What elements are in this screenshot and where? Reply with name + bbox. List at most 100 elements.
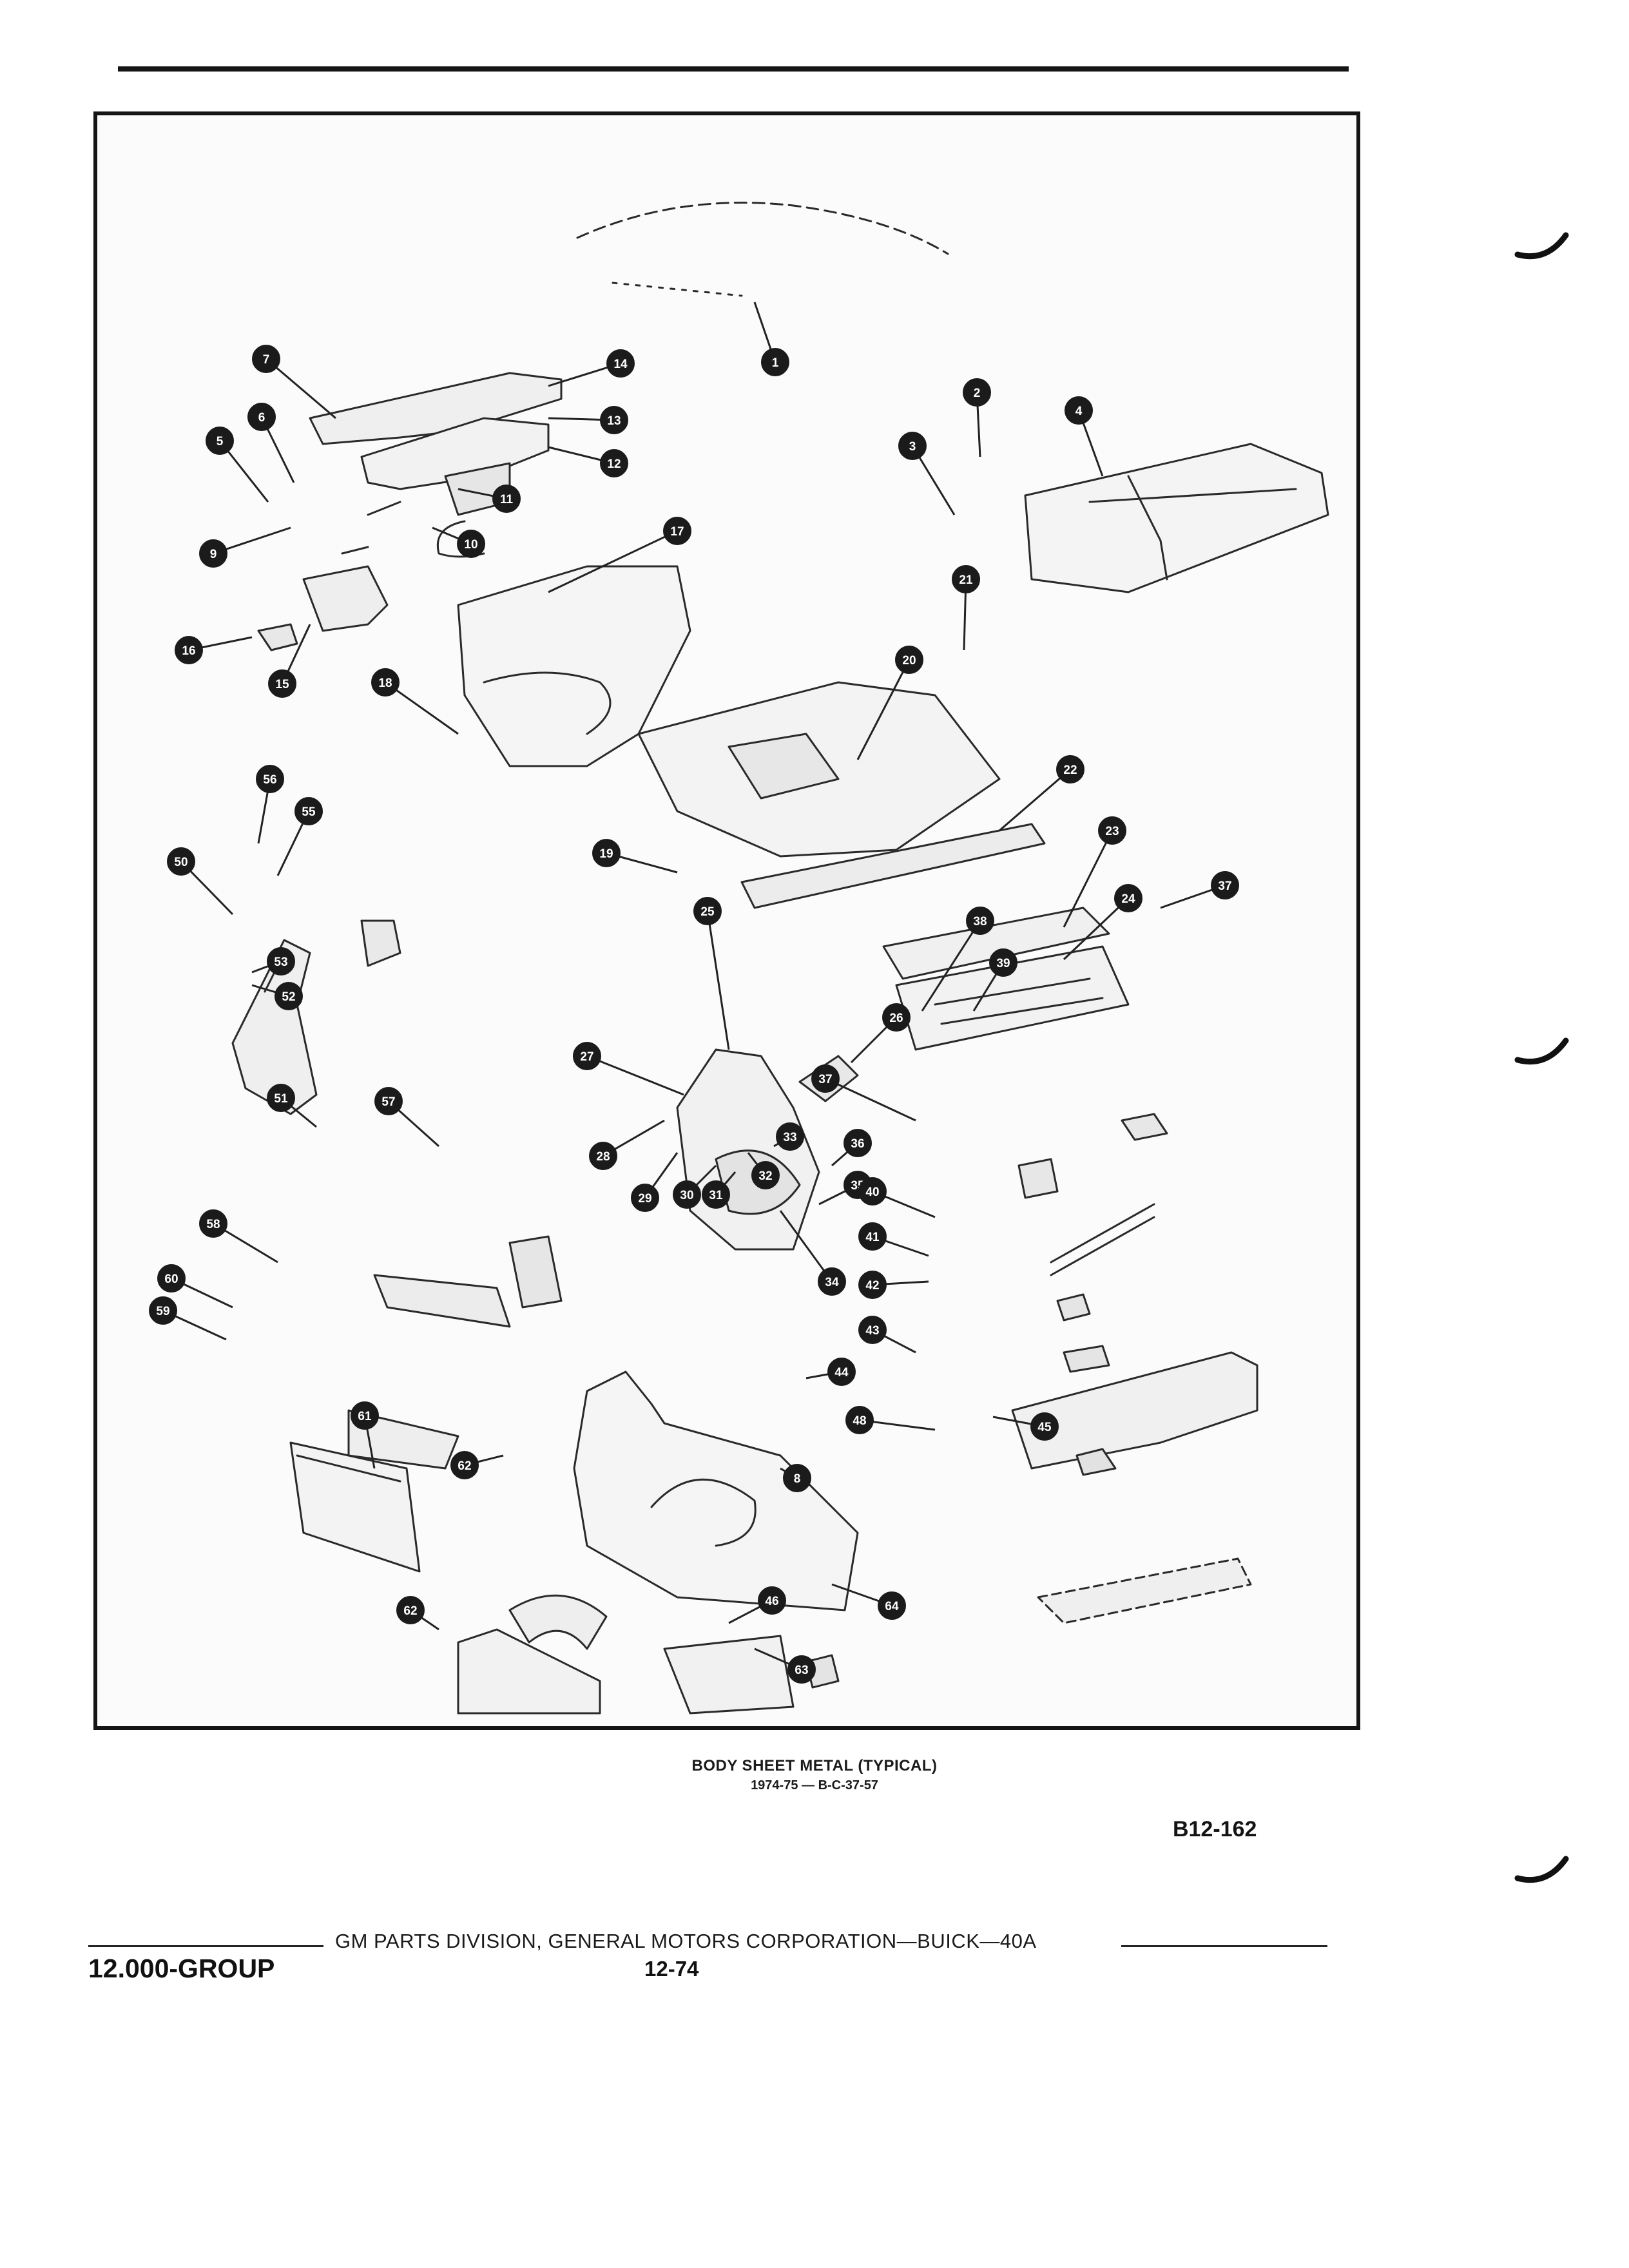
callout-44: 44 xyxy=(805,1358,856,1386)
callout-2: 2 xyxy=(963,378,991,457)
binder-tab-mark-bottom xyxy=(1514,1856,1569,1883)
callout-bubble xyxy=(776,1122,804,1151)
part-panel-63 xyxy=(663,1635,795,1715)
callout-bubble xyxy=(592,839,621,867)
callout-16: 16 xyxy=(175,636,253,664)
callout-bubble xyxy=(1211,871,1239,899)
callout-bubble xyxy=(1065,396,1093,425)
callout-40: 40 xyxy=(858,1177,936,1218)
callout-55: 55 xyxy=(276,797,323,876)
callout-31: 31 xyxy=(702,1171,737,1209)
callout-bubble xyxy=(1114,884,1142,912)
part-door-outer-59 xyxy=(289,1441,421,1573)
callout-number: 12 xyxy=(607,457,621,471)
callout-bubble xyxy=(783,1464,811,1492)
callout-number: 15 xyxy=(275,678,289,691)
callout-bubble xyxy=(818,1267,846,1296)
callout-24: 24 xyxy=(1063,884,1142,961)
callout-bubble xyxy=(702,1180,730,1209)
callout-11: 11 xyxy=(458,485,521,513)
callout-bubble xyxy=(199,1209,227,1238)
callout-bubble xyxy=(175,636,203,664)
callout-bubble xyxy=(858,1222,887,1251)
callout-number: 34 xyxy=(825,1276,839,1289)
callout-3: 3 xyxy=(898,432,956,515)
callout-bubble xyxy=(457,530,485,558)
leader-line xyxy=(265,358,336,419)
leader-line xyxy=(856,659,911,760)
callout-number: 57 xyxy=(381,1095,395,1109)
top-rule xyxy=(118,66,1349,72)
callout-62: 62 xyxy=(450,1451,504,1479)
leader-line xyxy=(779,1210,833,1282)
callout-37: 37 xyxy=(1160,871,1239,909)
callout-60: 60 xyxy=(157,1264,233,1309)
callout-bubble xyxy=(600,406,628,434)
callout-bubble xyxy=(989,948,1017,977)
binder-tab-mark-top xyxy=(1514,232,1569,260)
callout-number: 44 xyxy=(834,1366,849,1379)
callout-number: 31 xyxy=(709,1189,723,1202)
callout-bubble xyxy=(827,1358,856,1386)
part-bracket-15 xyxy=(302,565,389,632)
callout-14: 14 xyxy=(548,349,635,387)
callout-number: 22 xyxy=(1063,764,1077,777)
callout-bubble xyxy=(1056,755,1084,783)
callout-bubble xyxy=(761,348,789,376)
callout-bubble xyxy=(811,1064,840,1093)
part-panel-23 xyxy=(882,907,1110,980)
callout-26: 26 xyxy=(850,1003,911,1064)
callout-37: 37 xyxy=(811,1064,916,1122)
callout-bubble xyxy=(267,947,295,975)
callout-bubble xyxy=(371,668,400,697)
callout-bubble xyxy=(858,1177,887,1206)
callout-number: 20 xyxy=(902,654,916,668)
callout-bubble xyxy=(256,765,284,793)
callout-17: 17 xyxy=(548,517,691,593)
footer-group-label: 12.000-GROUP xyxy=(88,1954,275,1983)
callout-number: 64 xyxy=(885,1600,899,1613)
part-rocker-22 xyxy=(740,823,1046,909)
leader-line xyxy=(586,1055,684,1096)
callout-number: 43 xyxy=(865,1324,879,1338)
leader-line xyxy=(1063,897,1130,961)
callout-number: 39 xyxy=(996,957,1010,970)
callout-12: 12 xyxy=(548,446,628,477)
callout-bubble xyxy=(898,432,927,460)
callout-18: 18 xyxy=(371,668,459,735)
callout-bubble xyxy=(157,1264,186,1293)
callout-number: 30 xyxy=(680,1189,693,1202)
callout-27: 27 xyxy=(573,1042,684,1096)
callout-8: 8 xyxy=(780,1464,811,1492)
callout-bubble xyxy=(858,1316,887,1344)
figure-subtitle: 1974-75 — B-C-37-57 xyxy=(751,1778,878,1792)
part-quarter-inner xyxy=(676,1048,820,1251)
callout-5: 5 xyxy=(206,427,269,503)
part-pillar-50 xyxy=(231,939,318,1115)
leader-line xyxy=(385,681,459,735)
callout-bubble xyxy=(589,1142,617,1170)
part-floor-pan-front xyxy=(457,565,691,767)
callout-25: 25 xyxy=(693,897,730,1050)
callout-number: 13 xyxy=(607,414,621,428)
part-quarter-panel-62 xyxy=(573,1370,859,1611)
callout-56: 56 xyxy=(256,765,284,844)
figure-id: B12-162 xyxy=(1173,1817,1257,1841)
callout-33: 33 xyxy=(773,1122,804,1151)
callout-bubble xyxy=(966,907,994,935)
callout-bubble xyxy=(267,1084,295,1112)
callout-bubble xyxy=(858,1271,887,1299)
part-trunk-lid xyxy=(1024,443,1329,593)
callout-bubble xyxy=(878,1591,906,1620)
part-door-inner-58 xyxy=(347,1409,459,1470)
callout-number: 2 xyxy=(974,387,981,400)
callout-number: 40 xyxy=(865,1186,879,1199)
callout-number: 58 xyxy=(206,1218,220,1231)
leader-line xyxy=(999,768,1071,832)
callout-19: 19 xyxy=(592,839,678,874)
part-rocker-51 xyxy=(373,1274,511,1328)
part-rear-panel-43 xyxy=(1011,1351,1258,1470)
callout-number: 5 xyxy=(217,435,224,448)
callout-21: 21 xyxy=(952,565,980,651)
